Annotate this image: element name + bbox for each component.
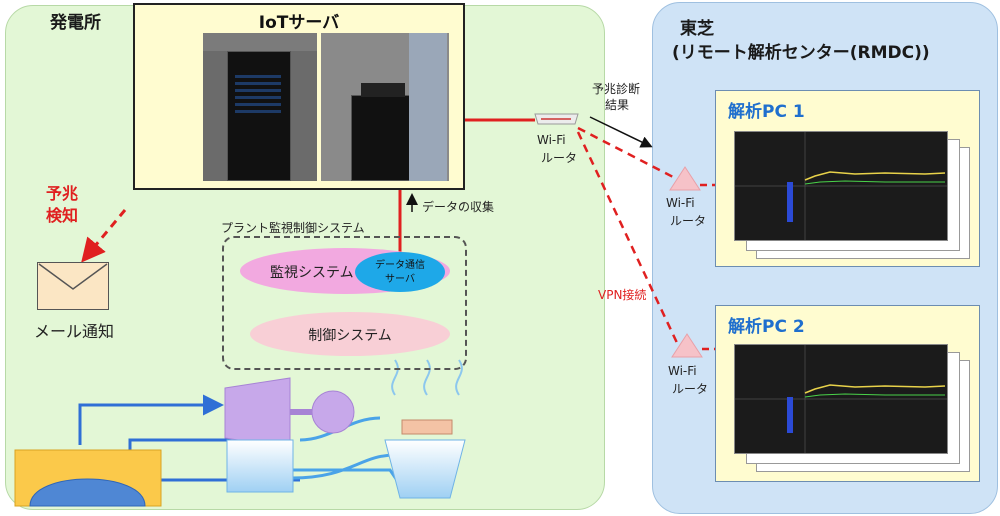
server-rack	[227, 51, 291, 181]
control-system-ellipse	[250, 312, 450, 356]
condenser-flow-line	[292, 468, 407, 493]
router-pc2-label: Wi-Fi	[668, 364, 697, 378]
router-pc2-label-2: ルータ	[672, 382, 709, 396]
router-pc1-label-2: ルータ	[670, 214, 707, 228]
diagnosis-result-label: 予兆診断	[592, 82, 641, 96]
plant-control-system-label: プラント監視制御システム	[218, 219, 368, 236]
data-collection-label: データの収集	[422, 200, 495, 214]
turbine-icon	[224, 377, 291, 449]
detection-dashed-arrow	[81, 209, 127, 263]
comm-server-label-2: サーバ	[385, 274, 415, 285]
comm-server-label: データ通信	[375, 260, 425, 271]
router-pc1-label: Wi-Fi	[666, 196, 695, 210]
wifi-router-pc2-icon	[671, 333, 703, 358]
pc1-title: 解析PC 1	[728, 102, 805, 122]
control-system-label: 制御システム	[308, 328, 392, 344]
pc2-title: 解析PC 2	[728, 317, 805, 337]
iot-server-title: IoTサーバ	[258, 13, 340, 33]
vapor-icon	[391, 359, 399, 396]
rack-cables	[235, 73, 281, 113]
cooling-tower-icon	[384, 439, 466, 499]
plant-control-system-box	[222, 236, 467, 370]
toshiba-title: 東芝	[680, 19, 714, 39]
mail-icon	[37, 262, 109, 310]
diagnosis-arrow	[589, 116, 653, 148]
reactor-dome-icon	[29, 478, 146, 507]
cooling-flow-line	[291, 453, 396, 480]
diagnosis-result-label-2: 結果	[605, 98, 630, 112]
analysis-pc2-box: 解析PC 2	[715, 305, 980, 482]
steam-flow-line	[78, 394, 224, 445]
server-photo-left	[203, 33, 317, 181]
server-photo-right	[321, 33, 449, 181]
vpn-line-pc2	[576, 131, 680, 346]
vpn-line-pc1	[577, 126, 676, 180]
sign-detection-label: 予兆	[46, 184, 79, 203]
rmdc-title: (リモート解析センター(RMDC))	[672, 43, 930, 63]
pc1-trend-graph	[735, 132, 947, 240]
vpn-label: VPN接続	[598, 288, 647, 302]
condenser-icon	[226, 439, 294, 493]
wifi-router-pc1-icon	[669, 166, 701, 191]
iot-server-box: IoTサーバ	[133, 3, 465, 190]
sign-detection-label-2: 検知	[46, 206, 79, 225]
comm-server-ellipse	[355, 252, 445, 292]
router-main-label-2: ルータ	[541, 151, 578, 165]
power-plant-title: 発電所	[50, 13, 101, 33]
cooling-fan-icon	[401, 419, 453, 435]
analysis-pc1-box: 解析PC 1	[715, 90, 980, 267]
pc2-screen	[734, 344, 948, 454]
mail-notice-label: メール通知	[34, 322, 115, 341]
router-main-label: Wi-Fi	[537, 133, 566, 147]
generator-icon	[311, 390, 355, 434]
monitoring-system-label: 監視システム	[270, 265, 354, 281]
pc1-screen	[734, 131, 948, 241]
pc2-trend-graph	[735, 345, 947, 453]
